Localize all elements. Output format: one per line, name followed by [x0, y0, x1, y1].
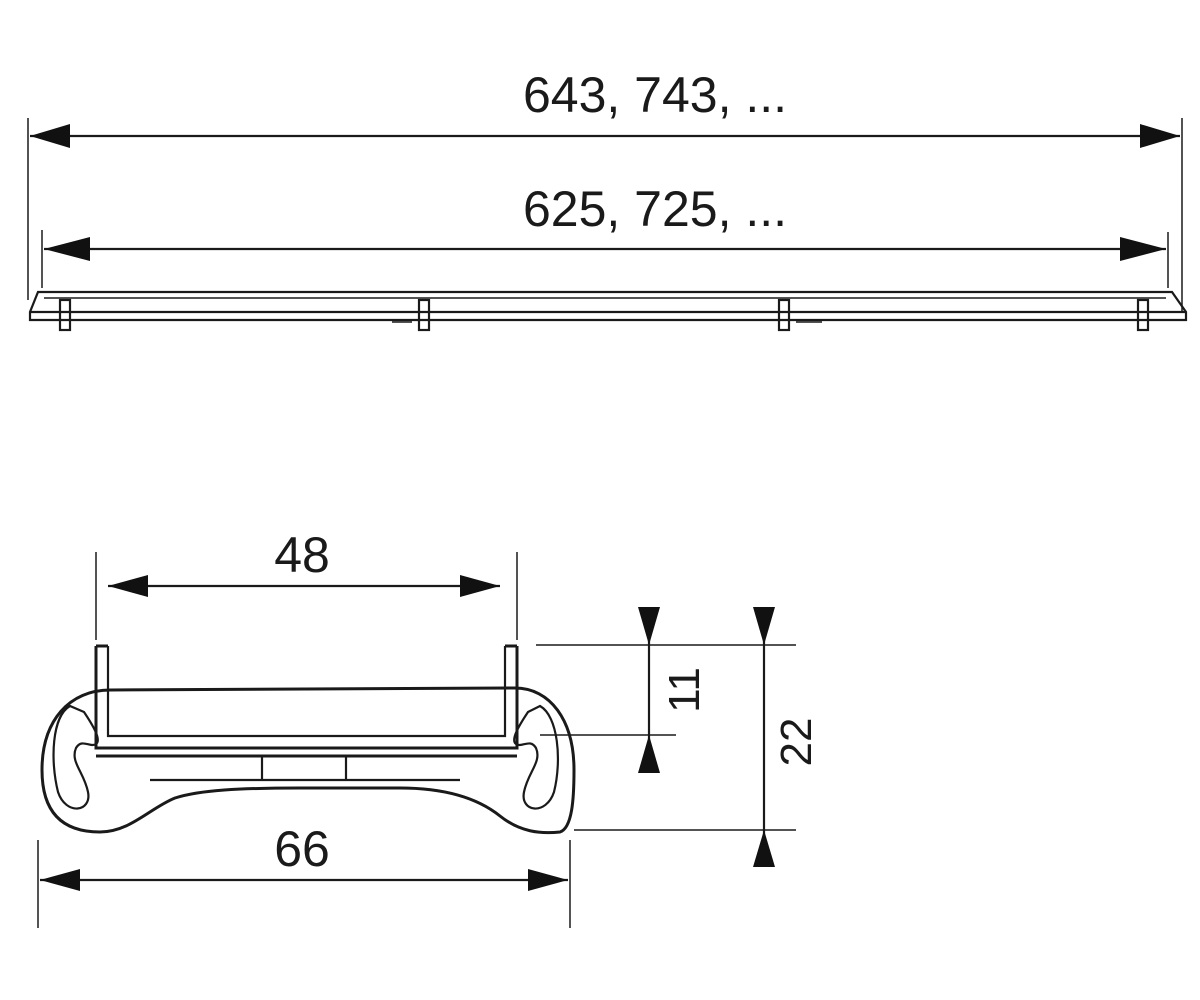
- upper-height-label: 11: [660, 667, 709, 713]
- outer-width-dimension: 66: [40, 821, 568, 891]
- top-view: 643, 743, ... 625, 725, ...: [27, 67, 1188, 332]
- clip: [1136, 298, 1150, 332]
- clip: [417, 298, 431, 332]
- upper-height-dimension: 11: [638, 607, 709, 773]
- arrow-left-icon: [30, 124, 70, 148]
- arrow-down-icon: [638, 607, 660, 645]
- section-view: 48 66: [37, 527, 821, 928]
- arrow-left-icon: [40, 869, 80, 891]
- arrow-up-icon: [638, 735, 660, 773]
- arrow-left-icon: [44, 237, 90, 261]
- overall-length-label: 643, 743, ...: [523, 67, 787, 123]
- arrow-right-icon: [460, 575, 500, 597]
- arrow-up-icon: [753, 830, 775, 867]
- drain-profile-section: [40, 644, 576, 835]
- grate-profile-top-view: [28, 290, 1188, 332]
- clip: [58, 298, 72, 332]
- overall-length-dimension: 643, 743, ...: [30, 67, 1180, 148]
- outer-width-label: 66: [274, 821, 330, 877]
- inner-length-label: 625, 725, ...: [523, 181, 787, 237]
- arrow-right-icon: [1120, 237, 1166, 261]
- inner-width-label: 48: [274, 527, 330, 583]
- arrow-left-icon: [108, 575, 148, 597]
- arrow-down-icon: [753, 607, 775, 645]
- inner-length-dimension: 625, 725, ...: [44, 181, 1166, 261]
- clip: [777, 298, 791, 332]
- inner-width-dimension: 48: [108, 527, 500, 597]
- arrow-right-icon: [1140, 124, 1180, 148]
- total-height-dimension: 22: [753, 607, 821, 867]
- total-height-label: 22: [772, 718, 821, 767]
- arrow-right-icon: [528, 869, 568, 891]
